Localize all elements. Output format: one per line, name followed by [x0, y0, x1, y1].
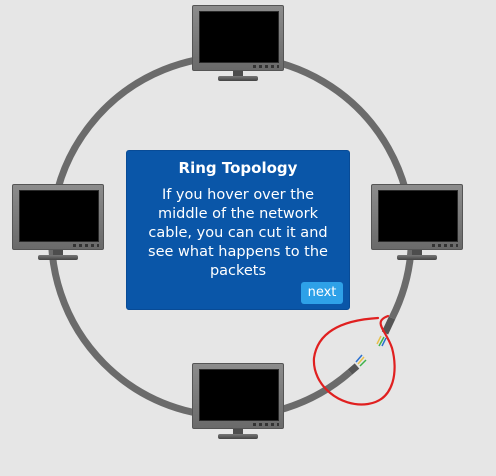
- monitor-base: [397, 255, 437, 260]
- next-button[interactable]: next: [301, 282, 343, 304]
- info-panel: Ring Topology If you hover over the midd…: [126, 150, 350, 310]
- ring-cable[interactable]: [48, 53, 415, 420]
- monitor-frame: [192, 5, 284, 71]
- computer-right[interactable]: [371, 184, 463, 260]
- monitor-frame: [192, 363, 284, 429]
- monitor-screen: [199, 11, 279, 63]
- monitor-buttons: [432, 244, 458, 247]
- monitor-base: [38, 255, 78, 260]
- panel-title: Ring Topology: [178, 159, 298, 177]
- monitor-neck: [53, 250, 63, 255]
- monitor-neck: [233, 429, 243, 434]
- monitor-screen: [378, 190, 458, 242]
- cut-cable-ends: [347, 316, 396, 375]
- monitor-base: [218, 434, 258, 439]
- annotation-circle: [312, 314, 396, 406]
- monitor-buttons: [253, 65, 279, 68]
- monitor-neck: [412, 250, 422, 255]
- monitor-base: [218, 76, 258, 81]
- monitor-screen: [199, 369, 279, 421]
- computer-top[interactable]: [192, 5, 284, 81]
- panel-message: If you hover over the middle of the netw…: [148, 187, 328, 279]
- computer-bottom[interactable]: [192, 363, 284, 439]
- computer-left[interactable]: [12, 184, 104, 260]
- monitor-frame: [12, 184, 104, 250]
- monitor-buttons: [73, 244, 99, 247]
- monitor-neck: [233, 71, 243, 76]
- monitor-screen: [19, 190, 99, 242]
- monitor-buttons: [253, 423, 279, 426]
- monitor-frame: [371, 184, 463, 250]
